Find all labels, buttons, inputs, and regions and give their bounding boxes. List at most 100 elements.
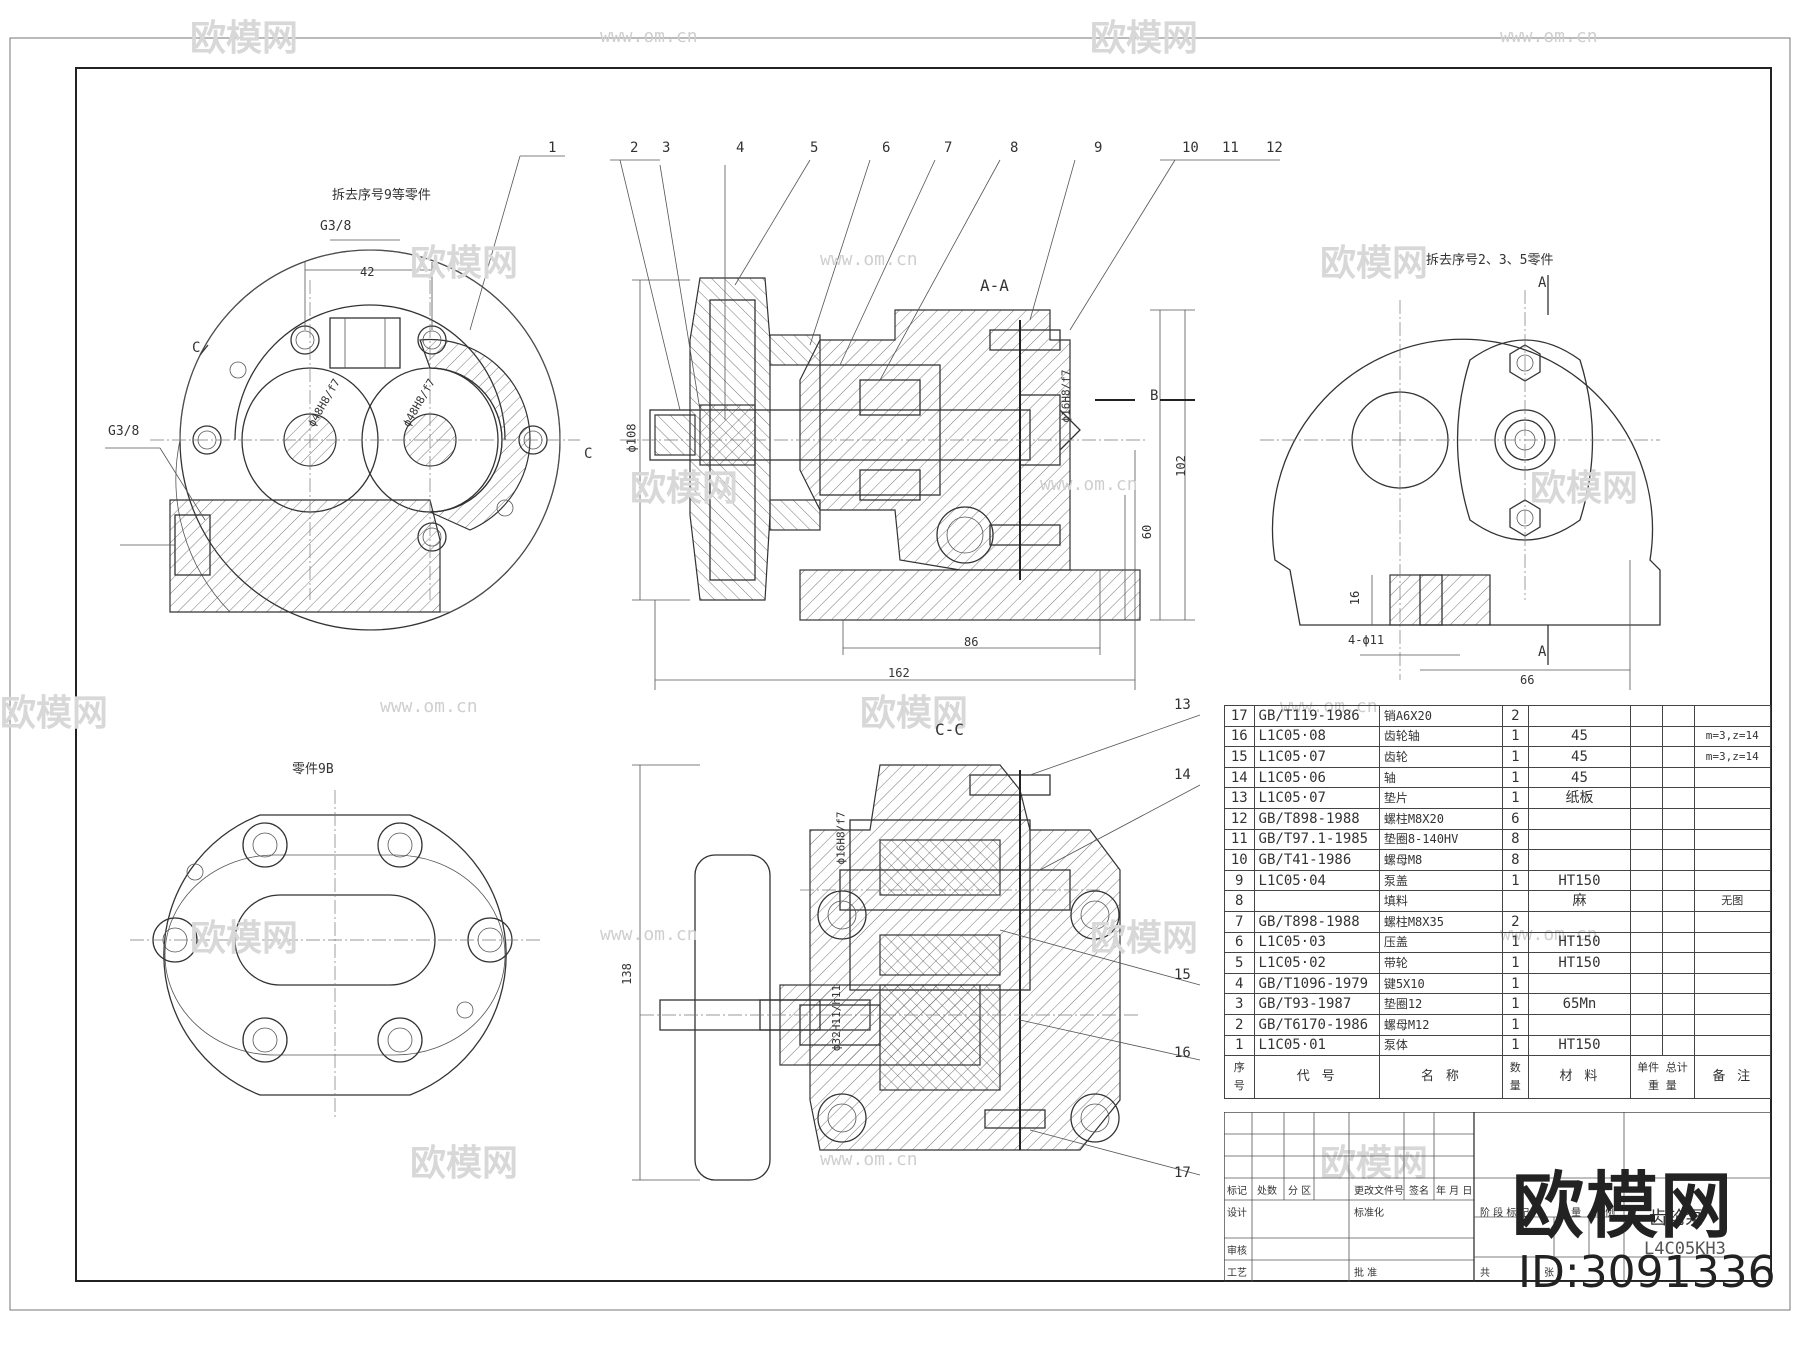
dim-86: 86 xyxy=(964,635,979,649)
dim-4d11: 4-ϕ11 xyxy=(1348,633,1385,647)
parts-cell-w2 xyxy=(1661,1034,1695,1057)
parts-cell-qty: 8 xyxy=(1502,828,1529,851)
parts-cell-material xyxy=(1527,910,1632,933)
parts-cell-material xyxy=(1527,807,1632,830)
watermark-url: www.om.cn xyxy=(380,696,478,717)
parts-cell-no: 4 xyxy=(1224,972,1255,995)
title-block: 标记 处数 分 区 更改文件号 签名 年 月 日 设计 标准化 审核 工艺 批 … xyxy=(1224,1112,1771,1282)
header-total-weight: 总计 xyxy=(1665,1061,1688,1075)
parts-cell-remark xyxy=(1693,993,1772,1015)
parts-cell-code: L1C05·03 xyxy=(1253,931,1380,954)
parts-cell-remark xyxy=(1693,849,1772,871)
parts-cell-material: 65Mn xyxy=(1527,993,1632,1015)
parts-cell-remark xyxy=(1693,787,1772,809)
header-remark: 备 注 xyxy=(1693,1055,1772,1100)
section-aa-view xyxy=(610,159,1280,690)
watermark-url: www.om.cn xyxy=(820,249,918,270)
dim-16: 16 xyxy=(1348,590,1363,606)
balloon-16: 16 xyxy=(1174,1045,1191,1061)
parts-cell-w1 xyxy=(1630,849,1663,871)
outer-border xyxy=(9,37,1791,1311)
parts-cell-code: GB/T1096-1979 xyxy=(1253,972,1380,995)
parts-cell-code: GB/T97.1-1985 xyxy=(1253,828,1380,851)
parts-cell-qty: 8 xyxy=(1502,849,1529,871)
tb-count: 处数 xyxy=(1257,1186,1277,1197)
tb-sign: 签名 xyxy=(1409,1186,1429,1197)
mark-a-bottom: A xyxy=(1538,644,1547,660)
tb-standard: 标准化 xyxy=(1354,1208,1384,1219)
watermark-brand: 欧模网 xyxy=(1090,918,1198,959)
parts-cell-material xyxy=(1527,1013,1632,1036)
parts-cell-qty: 1 xyxy=(1502,952,1529,974)
parts-cell-qty: 1 xyxy=(1502,746,1529,768)
parts-cell-w2 xyxy=(1661,849,1695,871)
parts-cell-code: L1C05·01 xyxy=(1253,1034,1380,1057)
parts-cell-name: 螺柱M8X20 xyxy=(1378,807,1504,830)
parts-cell-qty: 1 xyxy=(1502,931,1529,954)
parts-cell-name: 带轮 xyxy=(1378,952,1504,974)
balloon-6: 6 xyxy=(882,140,891,156)
parts-cell-no: 8 xyxy=(1224,890,1255,912)
dim-102: 102 xyxy=(1173,455,1188,477)
view-right-note: 拆去序号2、3、5零件 xyxy=(1426,253,1554,268)
section-cc-view xyxy=(632,714,1201,1181)
balloon-10: 10 xyxy=(1182,140,1199,156)
parts-cell-w1 xyxy=(1630,828,1663,851)
parts-cell-no: 2 xyxy=(1224,1013,1255,1036)
balloon-15: 15 xyxy=(1174,967,1191,983)
parts-cell-w2 xyxy=(1661,869,1695,892)
parts-cell-material xyxy=(1527,705,1632,727)
dim-66: 66 xyxy=(1520,673,1535,687)
parts-cell-remark xyxy=(1693,807,1772,830)
tb-name: 齿轮泵 xyxy=(1649,1208,1703,1229)
header-unit-weight: 单件 xyxy=(1637,1061,1660,1075)
parts-cell-no: 3 xyxy=(1224,993,1255,1015)
parts-cell-no: 11 xyxy=(1224,828,1255,851)
tb-date: 年 月 日 xyxy=(1436,1186,1473,1197)
parts-cell-qty: 6 xyxy=(1502,807,1529,830)
parts-cell-w2 xyxy=(1661,828,1695,851)
parts-cell-no: 1 xyxy=(1224,1034,1255,1057)
balloon-13: 13 xyxy=(1174,697,1191,713)
dim-fit-16b: ϕ16H8/f7 xyxy=(834,811,848,865)
watermark-brand: 欧模网 xyxy=(190,18,298,59)
front-view xyxy=(105,155,580,630)
parts-cell-no: 9 xyxy=(1224,869,1255,892)
watermark-url: www.om.cn xyxy=(600,924,698,945)
parts-cell-remark xyxy=(1693,1034,1772,1057)
tb-mark: 标记 xyxy=(1227,1186,1247,1197)
parts-cell-w2 xyxy=(1661,931,1695,954)
tb-change-doc: 更改文件号 xyxy=(1354,1186,1404,1197)
header-qty: 数量 xyxy=(1502,1055,1529,1100)
watermark-brand: 欧模网 xyxy=(190,918,298,959)
parts-cell-w2 xyxy=(1661,972,1695,995)
parts-cell-name: 销A6X20 xyxy=(1378,705,1504,727)
balloon-17: 17 xyxy=(1174,1165,1191,1181)
dim-g38-top: G3/8 xyxy=(320,219,352,234)
parts-cell-no: 15 xyxy=(1224,746,1255,768)
parts-cell-material: 纸板 xyxy=(1527,787,1632,809)
watermark-url: www.om.cn xyxy=(600,26,698,47)
parts-cell-material xyxy=(1527,972,1632,995)
parts-cell-w1 xyxy=(1630,725,1663,748)
mark-c-left: C xyxy=(192,340,201,356)
parts-cell-name: 齿轮 xyxy=(1378,746,1504,768)
header-material: 材 料 xyxy=(1527,1055,1632,1100)
parts-cell-qty: 1 xyxy=(1502,1034,1529,1057)
part-9b-view xyxy=(130,790,540,1120)
parts-cell-code: L1C05·06 xyxy=(1253,766,1380,789)
parts-cell-code: GB/T6170-1986 xyxy=(1253,1013,1380,1036)
parts-cell-remark xyxy=(1693,869,1772,892)
parts-cell-name: 螺母M12 xyxy=(1378,1013,1504,1036)
